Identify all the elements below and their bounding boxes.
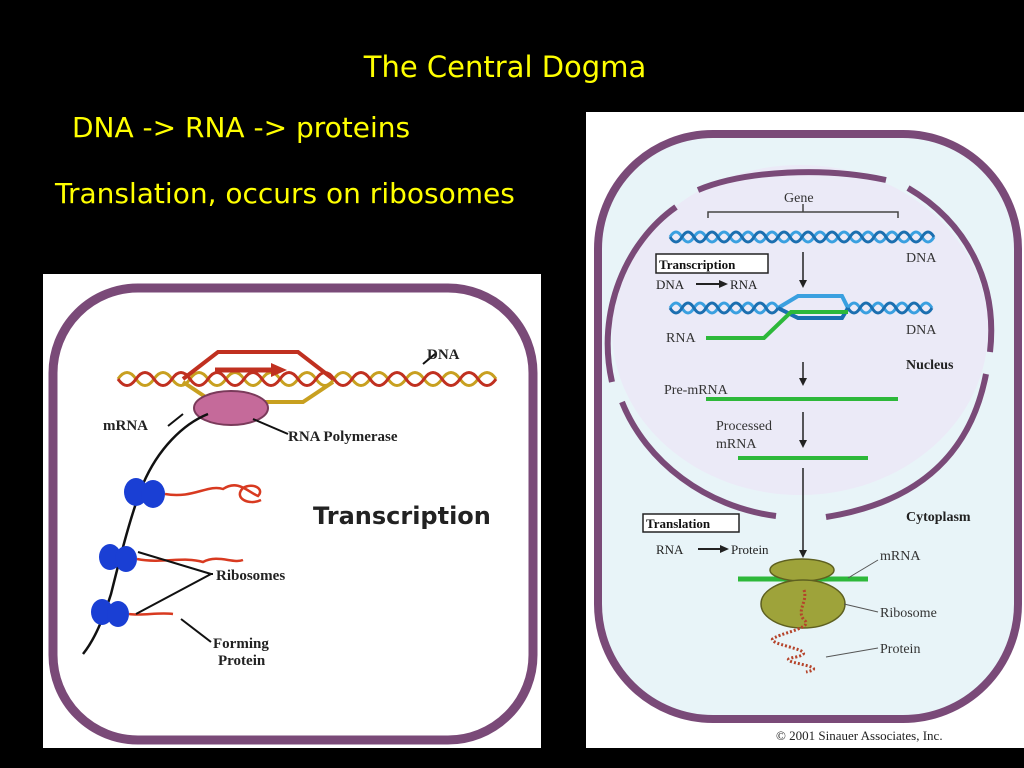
dna-bubble-top: [181, 350, 335, 381]
label-dna: DNA: [427, 347, 460, 363]
rna-to-protein-arrow-head: [720, 545, 729, 553]
growing-protein: [771, 589, 816, 674]
direction-arrow-head: [271, 363, 287, 377]
ribosomes-leader-b: [135, 573, 212, 615]
ribosome-3: [91, 599, 129, 627]
transcription-diagram: DNA mRNA RNA Polymerase Transcription Ri…: [48, 283, 538, 745]
dna-strand-b: [116, 371, 498, 387]
dna-bubble-top: [776, 294, 850, 310]
label-ribosome: Ribosome: [880, 606, 937, 621]
nuclear-envelope-right: [906, 185, 995, 353]
nuclear-envelope-left: [604, 204, 678, 383]
transcription-box: [655, 253, 769, 274]
flow-arrow-2-head: [799, 378, 807, 386]
cell-membrane: [48, 283, 538, 745]
label-dna-arrow-source: DNA: [656, 277, 685, 292]
label-nucleus: Nucleus: [906, 358, 954, 373]
polymerase-leader: [252, 418, 289, 435]
label-mrna: mRNA: [880, 549, 921, 564]
dna-mid-right-b: [846, 301, 934, 315]
label-rna: RNA: [666, 331, 696, 346]
nuclear-envelope-bottom-right: [825, 373, 989, 520]
label-protein: Protein: [880, 642, 920, 657]
ribosome-2: [99, 544, 137, 572]
flow-arrow-3-head: [799, 440, 807, 448]
dna-top-strand-b: [668, 230, 936, 244]
label-transcription-box: Transcription: [659, 257, 736, 272]
forming-protein-3: [128, 612, 174, 616]
ribosome-small-subunit: [769, 558, 835, 582]
label-gene: Gene: [784, 191, 814, 206]
forming-protein-2: [136, 557, 244, 564]
protein-leader: [180, 618, 212, 643]
ribosome-1: [124, 478, 165, 508]
label-rna-polymerase: RNA Polymerase: [288, 429, 398, 445]
nuclear-envelope-bottom-left: [619, 400, 777, 519]
slide-title: The Central Dogma: [363, 50, 647, 84]
label-forming: Forming: [213, 636, 269, 652]
rna-polymerase: [193, 390, 269, 426]
ribosomes-leader-a: [137, 551, 212, 575]
dna-strand-a: [116, 371, 498, 387]
dna-to-rna-arrow-head: [719, 280, 728, 288]
label-translation-box: Translation: [646, 516, 711, 531]
label-protein: Protein: [218, 653, 266, 669]
ribosome-leader: [843, 603, 879, 613]
label-mrna: mRNA: [103, 418, 148, 434]
ribosome-large-subunit: [760, 579, 846, 629]
forming-protein-1: [164, 484, 262, 504]
dna-mid-left-b: [668, 301, 780, 315]
translation-box: [642, 513, 740, 533]
label-ribosomes: Ribosomes: [216, 568, 285, 584]
label-rna-arrow-source: RNA: [656, 542, 684, 557]
label-rna-arrow-target: RNA: [730, 277, 758, 292]
nuclear-envelope-top: [696, 169, 887, 193]
dna-leader: [422, 353, 436, 365]
mrna-leader: [167, 413, 184, 427]
mrna-leader: [847, 559, 879, 579]
dna-mid-left-a: [668, 301, 780, 315]
flow-arrow-4-head: [799, 550, 807, 558]
label-dna-mid: DNA: [906, 323, 937, 338]
rna-emerging: [706, 310, 848, 340]
nucleus-interior: [612, 165, 988, 495]
label-protein-arrow-target: Protein: [731, 542, 769, 557]
label-processed: Processed: [716, 419, 772, 434]
central-dogma-diagram: Gene DNA Transcription DNA RNA RNA DNA N…: [594, 130, 1022, 743]
flow-arrow-1-head: [799, 280, 807, 288]
protein-leader: [825, 647, 879, 658]
label-processed-mrna: mRNA: [716, 437, 757, 452]
label-pre-mrna: Pre-mRNA: [664, 383, 729, 398]
slide-bullet-translation: Translation, occurs on ribosomes: [55, 177, 515, 210]
label-cytoplasm: Cytoplasm: [906, 510, 971, 525]
copyright-notice: © 2001 Sinauer Associates, Inc.: [776, 728, 943, 743]
central-dogma-figure: Gene DNA Transcription DNA RNA RNA DNA N…: [586, 112, 1024, 748]
label-dna-top: DNA: [906, 251, 937, 266]
dna-mid-right-a: [846, 301, 934, 315]
label-transcription: Transcription: [313, 502, 491, 530]
transcription-figure: DNA mRNA RNA Polymerase Transcription Ri…: [43, 274, 541, 748]
slide-bullet-central-dogma: DNA -> RNA -> proteins: [72, 111, 411, 144]
